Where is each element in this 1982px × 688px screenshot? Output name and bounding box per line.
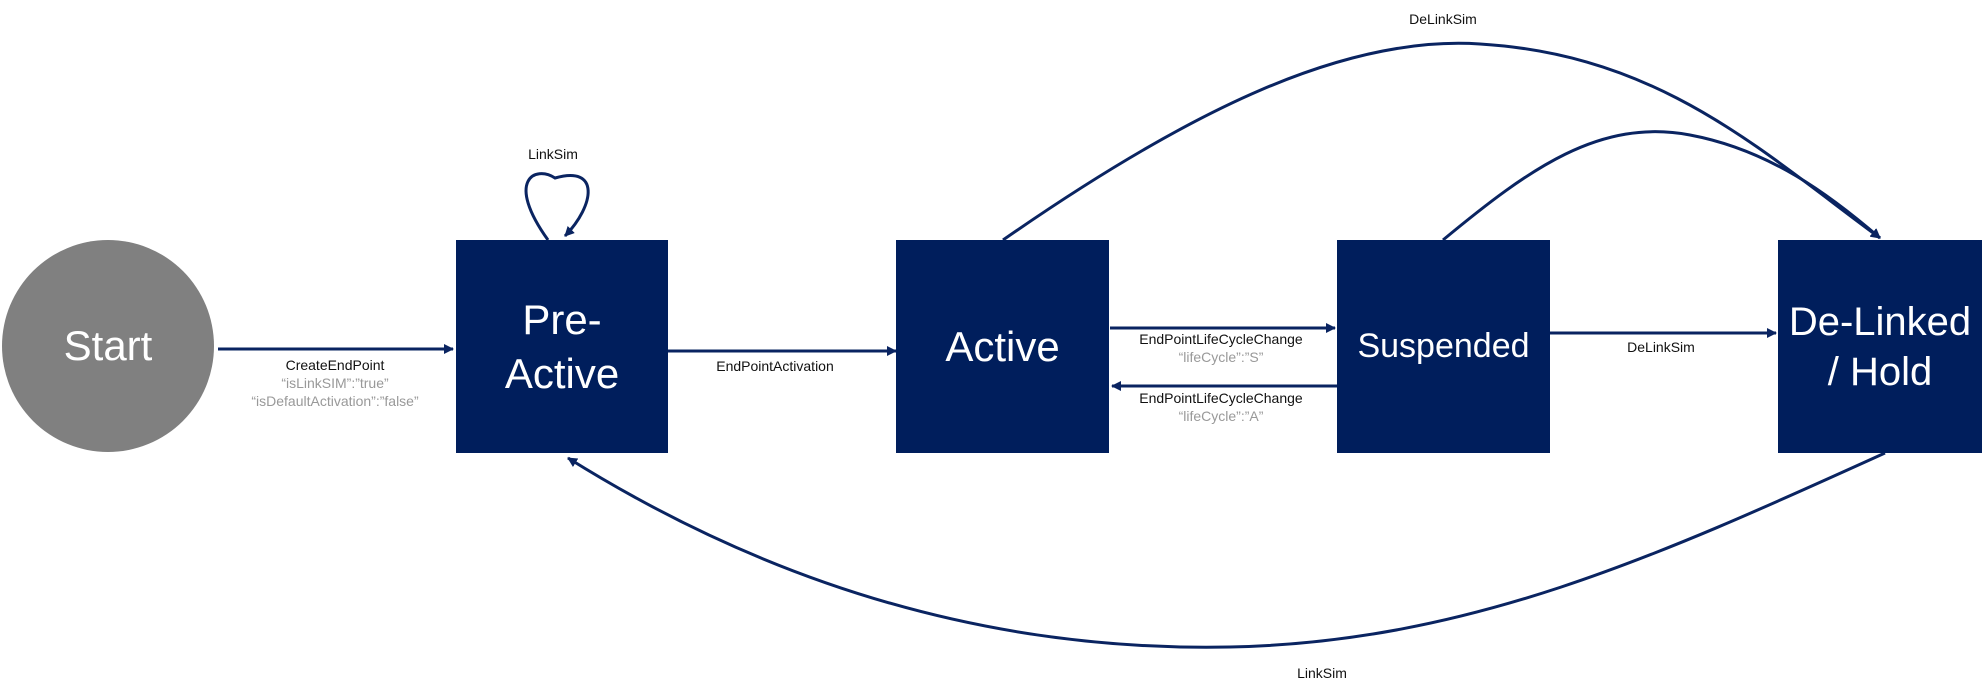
suspended-node-label: Suspended bbox=[1357, 327, 1530, 365]
lifecycle-to-active-label: EndPointLifeCycleChange “lifeCycle”:”A” bbox=[1139, 390, 1303, 424]
create-endpoint-param-linksim: “isLinkSIM”:”true” bbox=[281, 375, 389, 391]
arrow-delinksim-from-suspended bbox=[1442, 130, 1881, 242]
start-node: Start bbox=[2, 240, 214, 452]
arrow-linksim-self bbox=[524, 172, 590, 241]
active-node: Active bbox=[896, 240, 1109, 453]
create-endpoint-label: CreateEndPoint “isLinkSIM”:”true” “isDef… bbox=[220, 356, 450, 410]
create-endpoint-text: CreateEndPoint bbox=[285, 357, 385, 373]
endpoint-activation-label: EndPointActivation bbox=[716, 358, 834, 374]
start-node-label: Start bbox=[63, 322, 153, 369]
delinked-hold-node-label: De-Linked / Hold bbox=[1788, 299, 1972, 394]
create-endpoint-param-default-activation: “isDefaultActivation”:”false” bbox=[251, 393, 419, 409]
linksim-self-label: LinkSim bbox=[528, 146, 578, 162]
pre-active-node-label: Pre- Active bbox=[504, 295, 620, 397]
pre-active-node: Pre- Active bbox=[456, 240, 668, 453]
lifecycle-to-suspended-label: EndPointLifeCycleChange “lifeCycle”:”S” bbox=[1139, 331, 1303, 365]
delinked-hold-node: De-Linked / Hold bbox=[1778, 240, 1982, 453]
suspended-node: Suspended bbox=[1337, 240, 1550, 453]
arrow-linksim-back bbox=[567, 451, 1886, 649]
linksim-back-label: LinkSim bbox=[1297, 665, 1347, 681]
active-node-label: Active bbox=[945, 322, 1060, 370]
delinksim-top-label: DeLinkSim bbox=[1409, 11, 1477, 27]
delinksim-horizontal-label: DeLinkSim bbox=[1627, 339, 1695, 355]
arrow-delinksim-from-active bbox=[1002, 41, 1881, 242]
